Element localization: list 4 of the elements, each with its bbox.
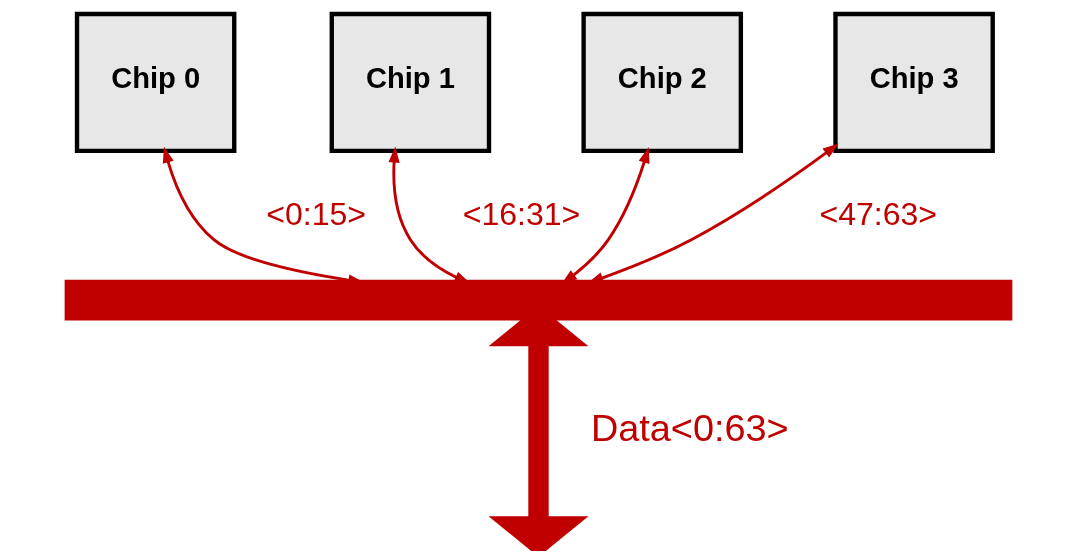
edge-label: <16:31> (462, 195, 581, 232)
edge-label: <47:63> (819, 195, 937, 232)
edge-label: Data<0:63> (590, 407, 789, 450)
edge-label: <0:15> (266, 195, 366, 232)
